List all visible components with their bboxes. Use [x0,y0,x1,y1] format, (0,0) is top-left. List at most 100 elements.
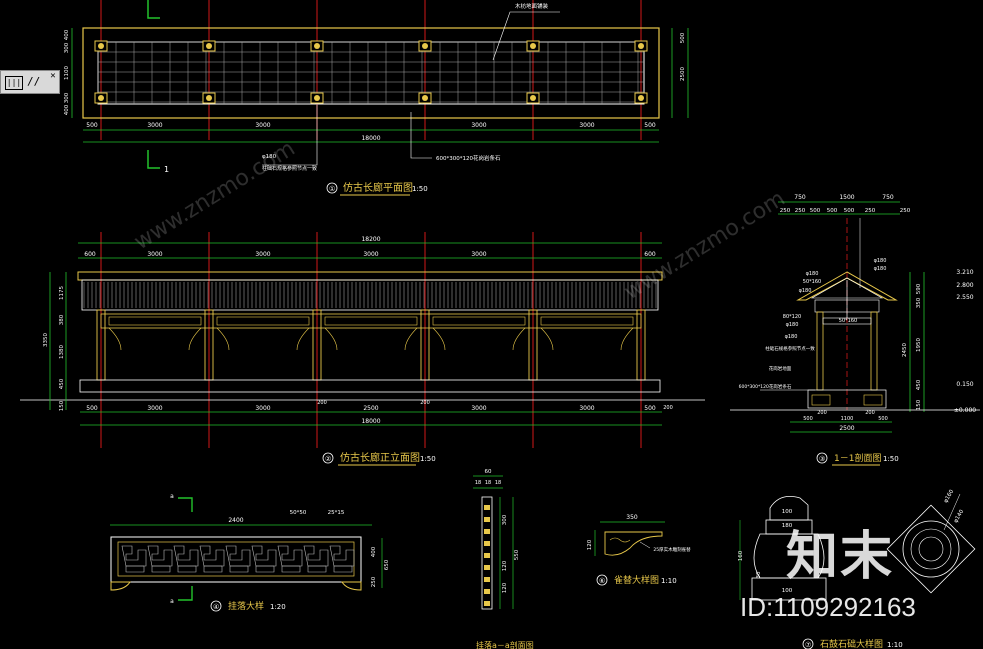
rs-peg [484,517,490,522]
section-label: φ180 [806,271,819,277]
bracket-curve [108,327,122,351]
bracket-curve [296,327,310,351]
base-dim: 30 [756,571,762,578]
close-icon[interactable]: ✕ [50,71,56,81]
elev-tick: 200 [317,400,327,406]
rs-dim-top: 18 [495,480,501,486]
fret-pattern [333,565,353,573]
plan-dim-left: 400 [64,29,70,40]
plan-column [638,43,644,49]
plan-section-mark: 1 [164,165,169,174]
plan-column [206,43,212,49]
plan-dim-bottom: 3000 [147,122,162,129]
railing-dim-d: 250 [371,576,377,587]
lattice-panel [540,316,634,326]
floating-toolbar[interactable]: ✕ ||| // [0,70,60,94]
railing-section-detail: 挂落a－a剖面图 [473,475,534,649]
section-dim-total: 2500 [839,425,854,432]
elev-number: ② [325,455,331,463]
bracket-curve [324,327,338,351]
elev-dim-total-top: 18200 [361,236,380,243]
watermark-id: ID:1109292163 [740,592,916,622]
fret-pattern [177,565,197,573]
bracket-dim-w: 350 [626,514,638,521]
elev-dim-left: 450 [59,378,65,389]
rs-dim-top: 18 [485,480,491,486]
rs-peg [484,577,490,582]
elev-dim-top: 3000 [363,251,378,258]
section-label: 50*160 [803,279,821,285]
lattice-panel [216,316,310,326]
rs-peg [484,529,490,534]
elev-dim-top: 600 [644,251,656,258]
section-label: φ180 [874,266,887,272]
base-number: ⑦ [805,641,811,649]
slash-icon[interactable]: // [27,75,41,88]
section-dim-right: 590 [916,283,922,294]
lattice-panel [432,316,526,326]
fret-pattern [151,565,171,573]
plan-dim-bottom: 3000 [471,122,486,129]
bracket-curve [512,327,526,351]
section-label: 50*160 [839,318,857,324]
layer-icon[interactable]: ||| [5,76,23,90]
rs-dim-side: 120 [502,560,508,571]
elev-tick: 200 [663,405,673,411]
section-dim-bottom: 500 [878,416,888,422]
plan-dim-right: 500 [680,32,686,43]
section-label: φ180 [874,258,887,264]
base-dim: 160 [738,550,744,561]
fret-pattern [307,565,327,573]
base-title: 石鼓石础大样图 [820,638,883,649]
elev-dim-top: 600 [84,251,96,258]
bracket-number: ⑥ [599,577,605,585]
elev-dim-bottom: 3000 [147,405,162,412]
fret-pattern [255,565,275,573]
base-dim: 180 [782,523,793,529]
elev-scale: 1:50 [420,455,436,463]
railing-dim-e: 650 [384,559,390,570]
elev-dim-left: 1175 [59,286,65,300]
bracket-scale: 1:10 [661,577,677,585]
bracket-title: 雀替大样图 [614,574,659,586]
section-dim-top2: 250 [780,208,791,214]
lattice-panel [324,316,418,326]
section-dim-bottom: 500 [803,416,813,422]
section-dim-right: 1950 [916,338,922,352]
elevation-view: ② 仿古长廊正立面图 1:50 [20,232,705,466]
elev-dim-left: 380 [59,314,65,325]
section-number: ③ [819,455,825,463]
plan-column [98,43,104,49]
section-dim-top2: 250 [900,208,911,214]
plan-note-top: 木枋地面铺装 [515,2,549,10]
plan-dim-left: 1100 [64,66,70,80]
watermark-brand: 知末 [786,527,895,587]
base-dim: 100 [782,588,793,594]
elev-dim-bottom: 3000 [471,405,486,412]
bracket-curve [216,327,230,351]
section-note: 花岗岩地面 [769,365,792,372]
railing-dim-a: 50*50 [290,510,307,516]
elev-dim-bottom: 500 [644,405,656,412]
plan-column [422,95,428,101]
railing-mark-bottom: a [170,598,174,605]
railing-detail: ④ 挂落大样 1:20 [110,497,383,612]
rs-peg [484,553,490,558]
section-elevation-mark: 2.550 [956,294,973,301]
elev-dim-left: 1380 [59,345,65,359]
base-dim: 100 [782,509,793,515]
plan-note-stone: 600*300*120花岗岩条石 [436,154,501,162]
railing-dim-b: 25*15 [328,510,345,516]
section-dim-top2: 500 [844,208,855,214]
plan-view: 1 木枋地面铺装 φ180 柱础石规格参照节点一致 600*300*120花岗岩… [71,0,689,196]
railing-mark-top: a [170,493,174,500]
plan-dim-left: 300 [64,42,70,53]
section-dim-bottom: 1100 [841,416,854,422]
plan-note-col: φ180 [262,154,277,160]
plan-column [206,95,212,101]
rs-dim-top-total: 60 [485,469,492,475]
section-scale: 1:50 [883,455,899,463]
rs-dim-side: 120 [502,582,508,593]
bracket-curve [188,327,202,351]
